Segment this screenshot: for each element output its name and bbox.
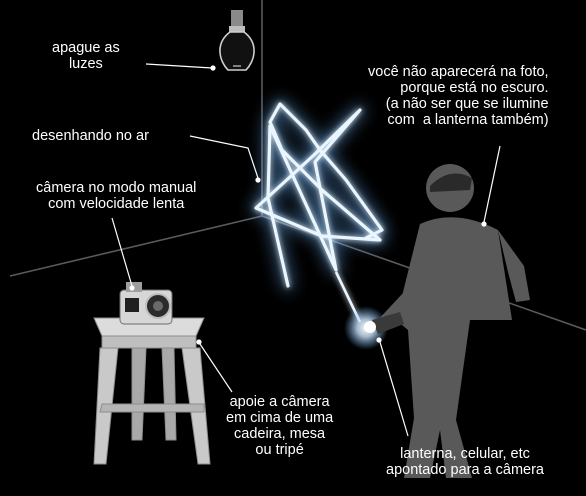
camera-manual-note: câmera no modo manual com velocidade len… bbox=[36, 180, 197, 212]
stool-icon bbox=[93, 317, 211, 465]
lights-off-note: apague as luzes bbox=[52, 40, 120, 72]
light-bulb-icon bbox=[219, 10, 255, 71]
drawing-in-air-note: desenhando no ar bbox=[32, 128, 149, 144]
person-silhouette-icon bbox=[376, 164, 530, 478]
support-camera-note: apoie a câmera em cima de uma cadeira, m… bbox=[226, 394, 334, 458]
invisible-person-note: você não aparecerá na foto, porque está … bbox=[368, 64, 549, 128]
flashlight-note: lanterna, celular, etc apontado para a c… bbox=[386, 446, 544, 478]
callout-lines bbox=[111, 63, 501, 437]
light-trail-star bbox=[251, 99, 387, 323]
camera-icon bbox=[119, 282, 173, 325]
